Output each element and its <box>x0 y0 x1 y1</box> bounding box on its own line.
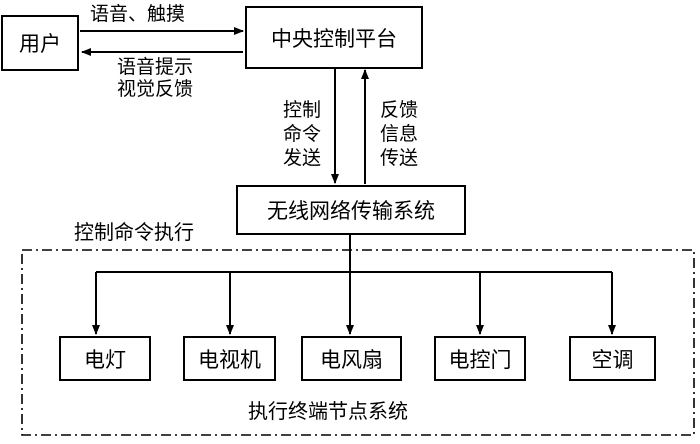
device-label: 电视机 <box>198 347 261 372</box>
user-label: 用户 <box>19 32 61 56</box>
user-to-platform-label: 语音、触摸 <box>90 3 186 25</box>
uplink-label-3: 传送 <box>380 147 419 169</box>
central-platform-box: 中央控制平台 <box>245 6 423 69</box>
execute-label: 控制命令执行 <box>74 220 194 244</box>
wireless-system-label: 无线网络传输系统 <box>267 199 435 223</box>
uplink-label-2: 信息 <box>380 123 419 145</box>
platform-to-user-label-2: 视觉反馈 <box>117 78 194 100</box>
downlink-label-1: 控制 <box>283 99 322 121</box>
device-box-4: 电控门 <box>434 336 526 381</box>
downlink-label-2: 命令 <box>283 123 322 145</box>
terminal-system-label: 执行终端节点系统 <box>248 399 408 423</box>
uplink-label-1: 反馈 <box>380 99 419 121</box>
device-label: 电风扇 <box>320 347 383 372</box>
wireless-system-box: 无线网络传输系统 <box>236 185 466 235</box>
device-box-5: 空调 <box>569 336 656 381</box>
terminal-group-border <box>21 249 695 436</box>
platform-to-user-label-1: 语音提示 <box>117 56 194 78</box>
device-label: 电灯 <box>84 347 126 372</box>
downlink-label-3: 发送 <box>283 147 322 169</box>
device-box-3: 电风扇 <box>301 336 402 381</box>
user-box: 用户 <box>1 15 79 71</box>
central-platform-label: 中央控制平台 <box>271 26 397 51</box>
device-box-1: 电灯 <box>59 336 151 381</box>
device-box-2: 电视机 <box>183 336 276 381</box>
device-label: 空调 <box>591 347 634 372</box>
device-label: 电控门 <box>448 347 512 372</box>
